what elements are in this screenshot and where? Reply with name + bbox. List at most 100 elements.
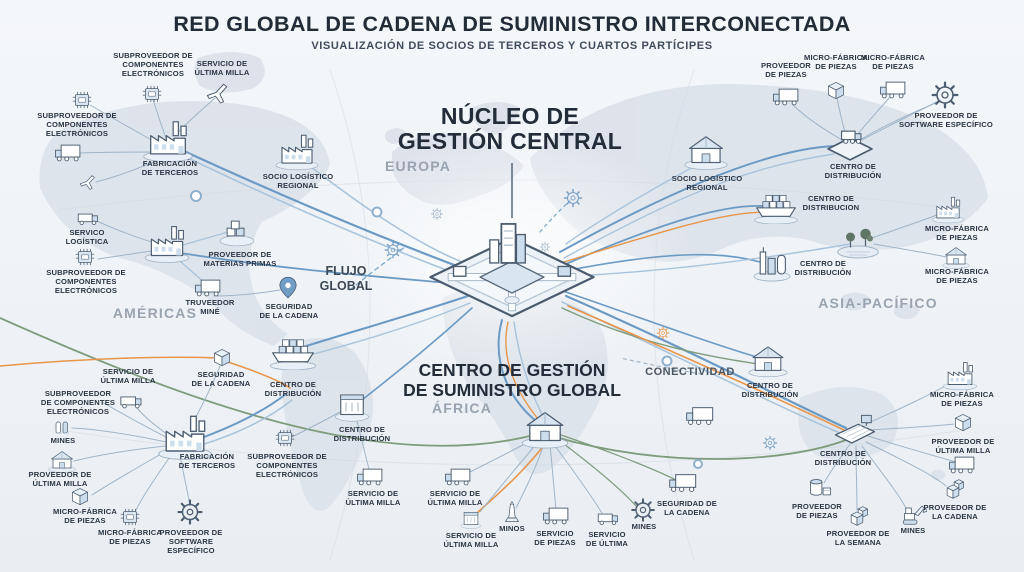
silos-icon: [50, 414, 74, 438]
flow-edge: [564, 294, 848, 430]
flow-edge: [561, 307, 759, 365]
warehouse-icon: [518, 405, 572, 449]
node-label-mines-gear: MINES: [631, 522, 657, 531]
factory-icon: [941, 360, 979, 391]
flow-edge: [557, 433, 677, 481]
dc-icon: [823, 121, 877, 165]
node-centro-gestion-suministro-hub: [518, 405, 572, 449]
flow-edge: [299, 295, 469, 349]
flow-edge: [349, 245, 407, 291]
node-fabrica-secundaria: [142, 223, 192, 264]
flow-edge: [95, 159, 159, 183]
refinery-icon: [750, 244, 794, 282]
node-ring-icon: [661, 355, 673, 367]
flow-edge: [865, 441, 947, 487]
node-avion-decorativo: [77, 171, 99, 193]
truck-icon: [53, 140, 83, 165]
gear-icon: [656, 326, 671, 341]
node-micro-fabrica-piezas-ne1: [823, 77, 849, 103]
flow-edge: [355, 417, 370, 470]
flow-edge: [515, 443, 545, 509]
node-mines-excavadora: [897, 498, 927, 528]
flow-edge: [791, 103, 843, 141]
van-icon: [73, 207, 101, 228]
truck-icon: [355, 464, 385, 489]
flow-edge: [873, 243, 947, 258]
flow-edge: [184, 150, 464, 270]
truck-icon: [771, 84, 801, 109]
ring-dot: [371, 206, 383, 218]
container-icon: [331, 386, 373, 422]
node-centro-distribucion-e: [745, 341, 791, 378]
node-label-mines-excavadora: MINES: [900, 526, 926, 535]
monument-icon: [499, 500, 525, 526]
page-subtitle: VISUALIZACIÓN DE SOCIOS DE TERCEROS Y CU…: [311, 40, 713, 52]
flow-edge: [565, 159, 707, 245]
truck-icon: [541, 503, 571, 528]
flow-edge: [559, 289, 761, 359]
node-micro-fabrica-piezas-se: [941, 360, 979, 391]
flow-edge: [861, 445, 907, 509]
flow-edge: [479, 441, 539, 513]
pallet-icon: [217, 216, 257, 247]
pos-icon: [829, 411, 881, 450]
node-proveedor-ultima-milla-se: [950, 409, 976, 435]
flow-edge: [361, 307, 473, 401]
flow-edge: [152, 99, 167, 139]
farm-icon: [834, 221, 882, 260]
node-micro-fabrica-piezas-bl2: [117, 504, 143, 530]
flow-edge: [563, 211, 767, 263]
node-servicio-ultima-milla-s2: [458, 507, 484, 529]
box-icon: [950, 409, 976, 435]
node-servicio-ultima-milla-s1: [443, 464, 473, 489]
truck-icon: [193, 275, 223, 300]
van-icon: [593, 507, 621, 528]
node-camion-decorativo-1: [53, 140, 83, 165]
flow-edge: [549, 443, 557, 511]
warehouse-icon: [745, 341, 791, 378]
node-centro-distribucion-ne-hub: [823, 121, 877, 165]
node-centro-distribucion-barco-e: [751, 190, 801, 224]
region-label-europa: EUROPA: [384, 158, 452, 174]
node-proveedor-de-la-semana: [843, 502, 871, 530]
box-icon: [209, 344, 235, 370]
flow-edge: [823, 443, 851, 484]
node-socio-logistico-regional-oeste: [273, 132, 321, 171]
truck-icon: [878, 77, 908, 102]
node-ring-icon: [371, 206, 383, 218]
flow-edge: [855, 96, 891, 137]
node-servico-logistica: [73, 207, 101, 228]
node-fabricacion-terceros-1: [140, 118, 196, 163]
flow-edge: [291, 411, 341, 438]
node-micro-fabrica-piezas-e2: [940, 243, 972, 269]
node-subproveedor-componentes-2: [139, 81, 165, 107]
chip-icon: [139, 81, 165, 107]
gear-icon: [929, 79, 961, 111]
